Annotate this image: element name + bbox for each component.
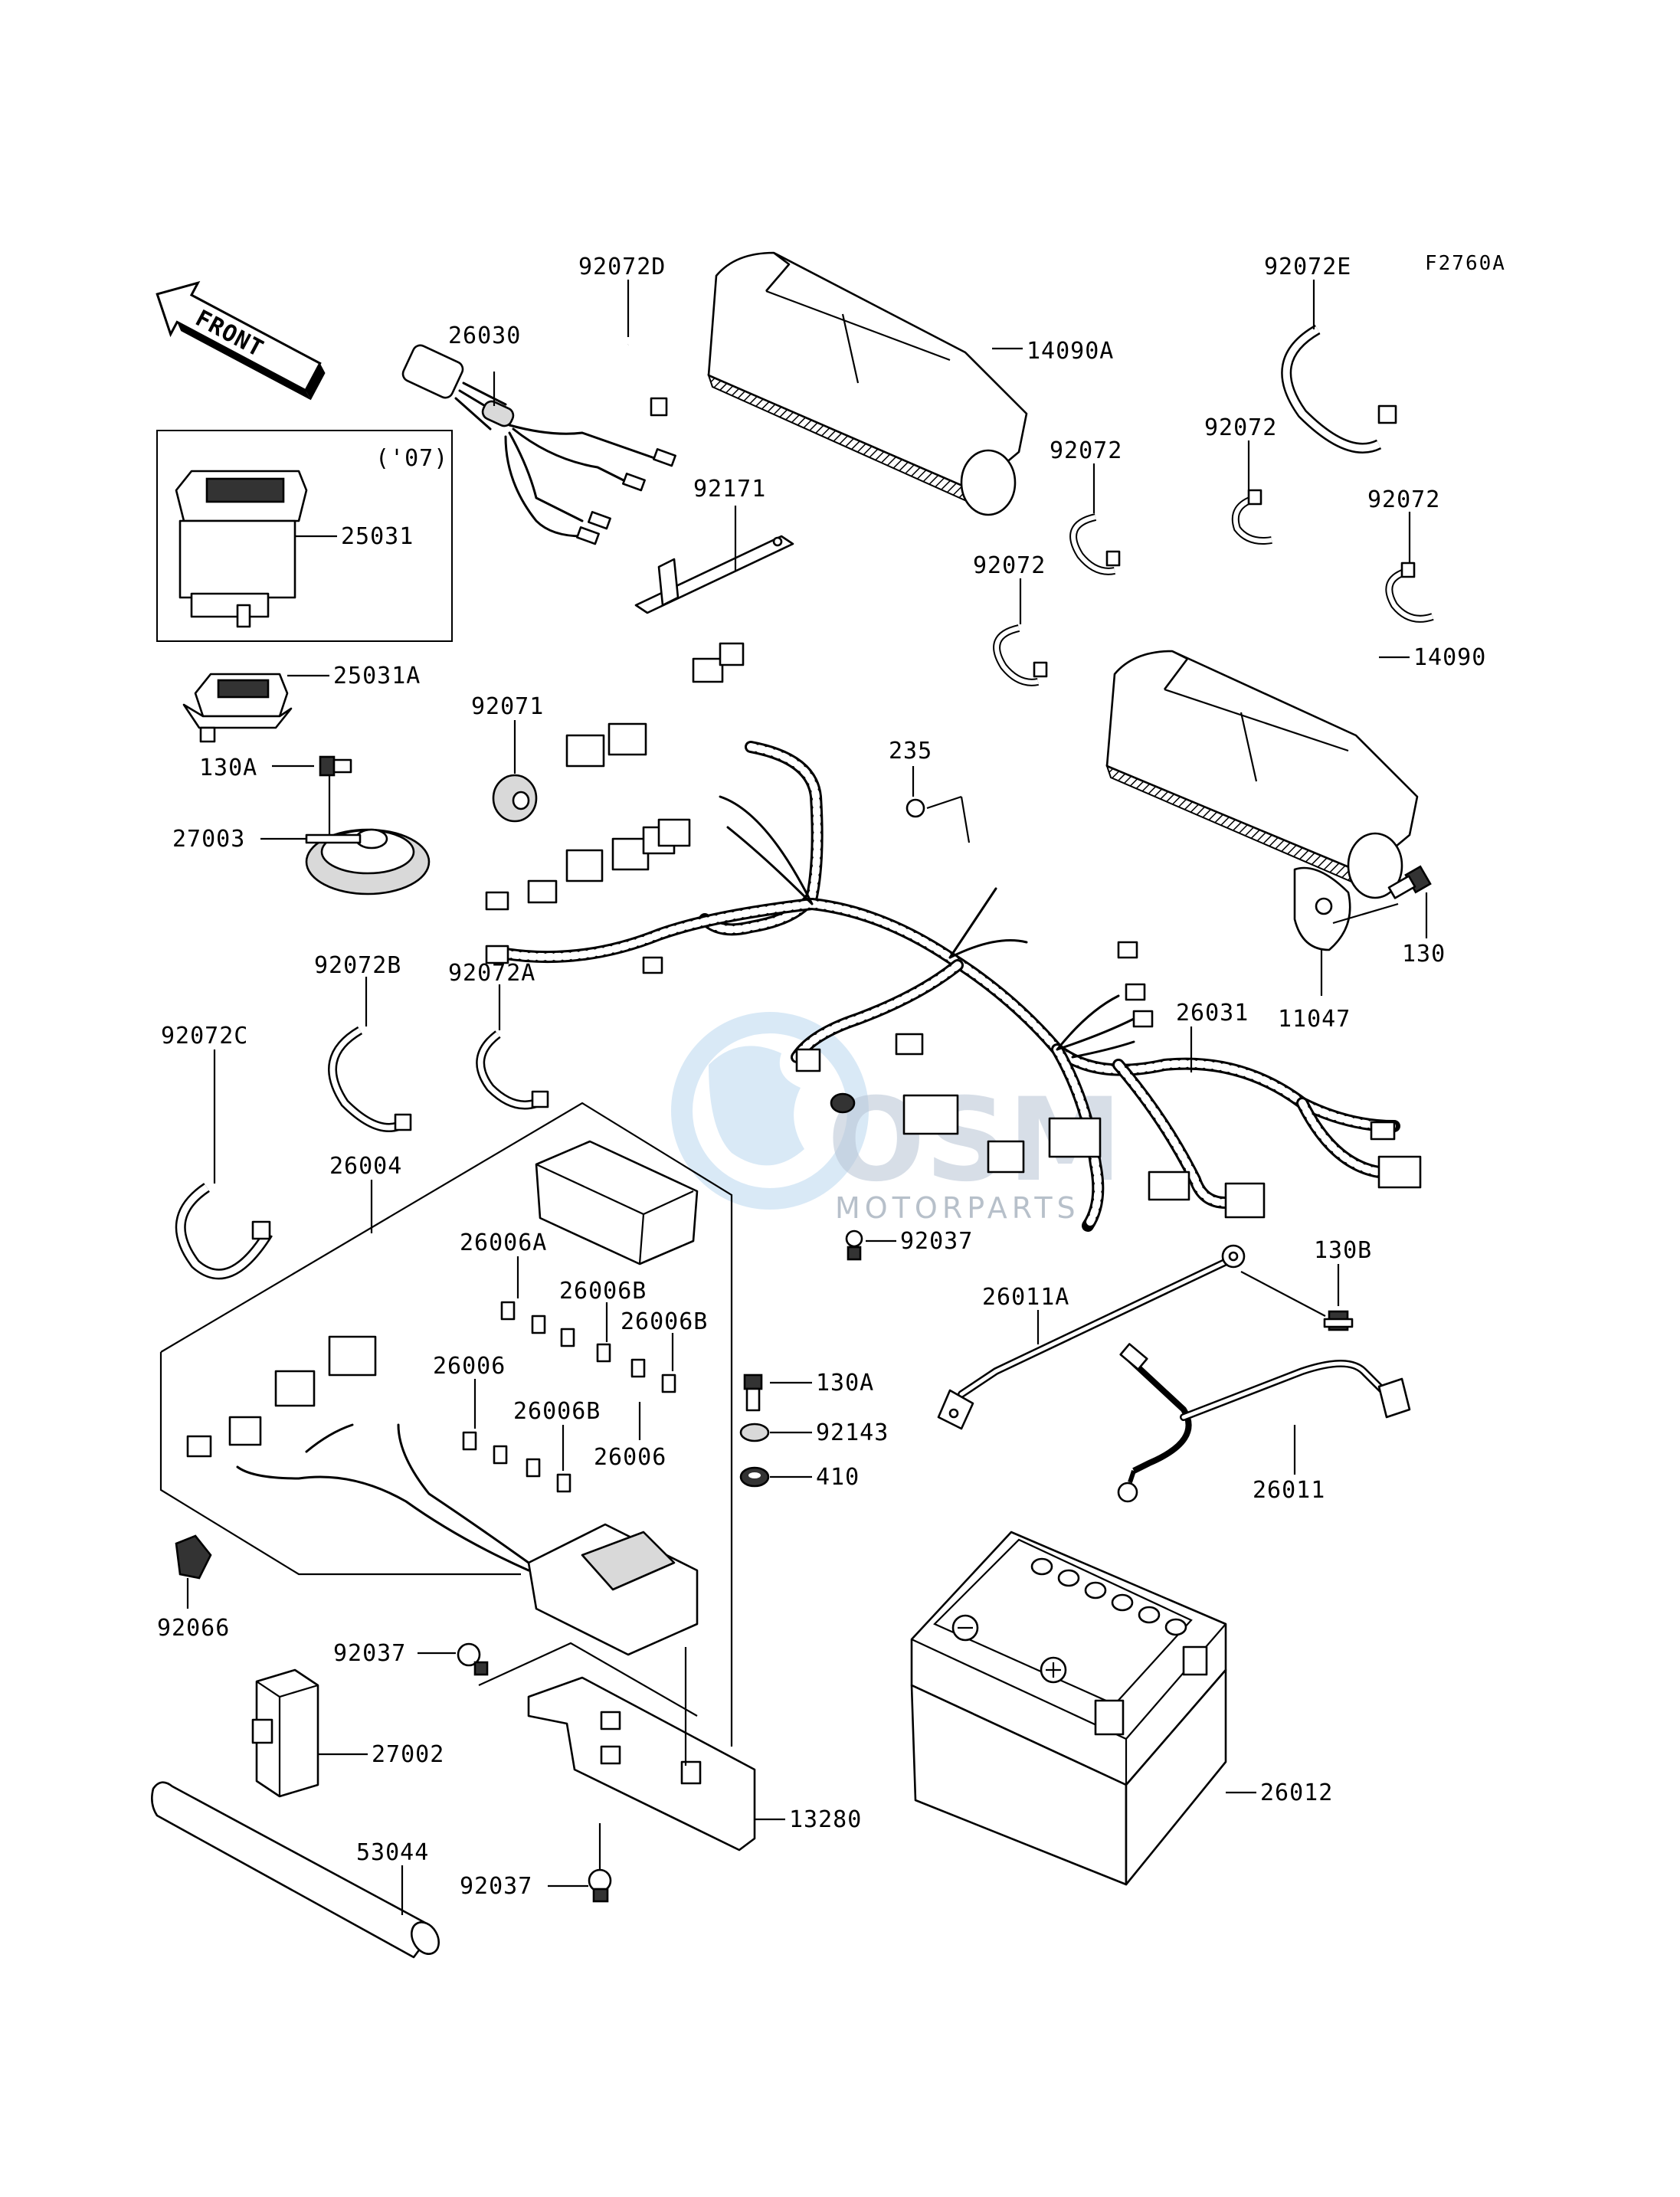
label-14090: 14090 [1413,644,1486,671]
label-92037-bot: 92037 [460,1873,532,1900]
model-year-note: ('07) [375,445,448,472]
clamp-92072D [603,280,668,417]
label-14090A: 14090A [1027,338,1114,365]
label-26030: 26030 [448,323,521,349]
clamp-92072E [1281,280,1397,453]
collar-92143 [739,1423,812,1442]
label-92072B: 92072B [314,952,401,979]
clamp-92072-c [1385,512,1434,623]
bolt-130A-top [272,755,352,777]
bolt-130B [1240,1264,1354,1331]
bolt-130 [1387,865,1432,938]
label-130A-mid: 130A [816,1370,874,1396]
label-26006B-c: 26006B [513,1398,601,1425]
label-92143: 92143 [816,1419,889,1446]
label-130: 130 [1402,941,1446,968]
label-130B: 130B [1314,1237,1372,1264]
main-harness-26031 [485,642,1422,1232]
battery-caps [1030,1557,1187,1636]
clip-92037-mid [845,1229,896,1261]
label-26004: 26004 [329,1153,402,1180]
meter-box-25031 [156,430,453,642]
label-26006B-a: 26006B [559,1278,647,1305]
cover-14090 [1105,650,1419,899]
label-25031: 25031 [341,523,414,550]
label-92072-b: 92072 [1204,414,1277,441]
junction-box-26004 [159,1102,733,1747]
plate-11047 [1293,866,1399,996]
label-26006-b: 26006 [594,1444,666,1471]
clamp-92072-b [1231,440,1272,545]
horn-27003 [260,775,431,895]
label-130A-top: 130A [199,755,257,781]
label-92066: 92066 [157,1615,230,1642]
screw-235 [905,766,971,843]
label-92072-a: 92072 [1050,437,1122,464]
meter-25031A [182,673,329,743]
clamp-92072A [476,984,549,1110]
clamp-92072-d [993,578,1048,686]
grommet-92071 [492,720,538,823]
label-27003: 27003 [172,826,245,853]
label-92072D: 92072D [578,254,666,280]
front-arrow-icon: FRONT [156,280,326,401]
label-92072-d: 92072 [973,552,1046,579]
cover-14090A [707,251,1028,516]
sub-harness-26030 [401,344,676,545]
grommet-92066 [175,1534,212,1609]
label-53044: 53044 [356,1839,429,1866]
bracket-13280 [478,1642,785,1852]
label-13280: 13280 [789,1806,862,1833]
label-26031: 26031 [1176,1000,1249,1026]
label-92072E: 92072E [1264,254,1351,280]
label-26012: 26012 [1260,1780,1333,1806]
relay-27002 [251,1668,368,1798]
label-92037-mid: 92037 [900,1228,973,1255]
label-92072-c: 92072 [1367,486,1440,513]
battery-26012 [910,1531,1256,1886]
label-92171: 92171 [693,476,766,503]
label-92072C: 92072C [161,1023,248,1049]
label-11047: 11047 [1278,1006,1351,1033]
clamp-92072B [328,977,412,1132]
label-235: 235 [889,738,932,765]
label-26006B-b: 26006B [621,1308,708,1335]
clip-92037-bot [548,1823,612,1903]
label-26006-a: 26006 [433,1353,506,1380]
label-26011A: 26011A [982,1284,1069,1311]
fuses [462,1256,676,1493]
label-410: 410 [816,1464,860,1491]
bracket-92171 [634,506,794,614]
tube-53044 [151,1781,440,1959]
label-92037-low: 92037 [333,1640,406,1667]
label-92072A: 92072A [448,960,535,987]
clip-92037-low [418,1642,489,1676]
cable-26011A [937,1244,1246,1430]
label-25031A: 25031A [333,663,421,689]
bolt-130A-mid [743,1374,812,1412]
clamp-92072C [175,1049,273,1280]
washer-410 [739,1466,812,1488]
watermark-sub: MOTORPARTS [835,1191,1080,1225]
label-26006A: 26006A [460,1229,547,1256]
label-26011: 26011 [1253,1477,1325,1504]
diagram-code: F2760A [1425,252,1506,275]
label-92071: 92071 [471,693,544,720]
cable-26011 [1117,1343,1411,1503]
clamp-92072-a [1069,463,1121,575]
label-27002: 27002 [372,1741,444,1768]
